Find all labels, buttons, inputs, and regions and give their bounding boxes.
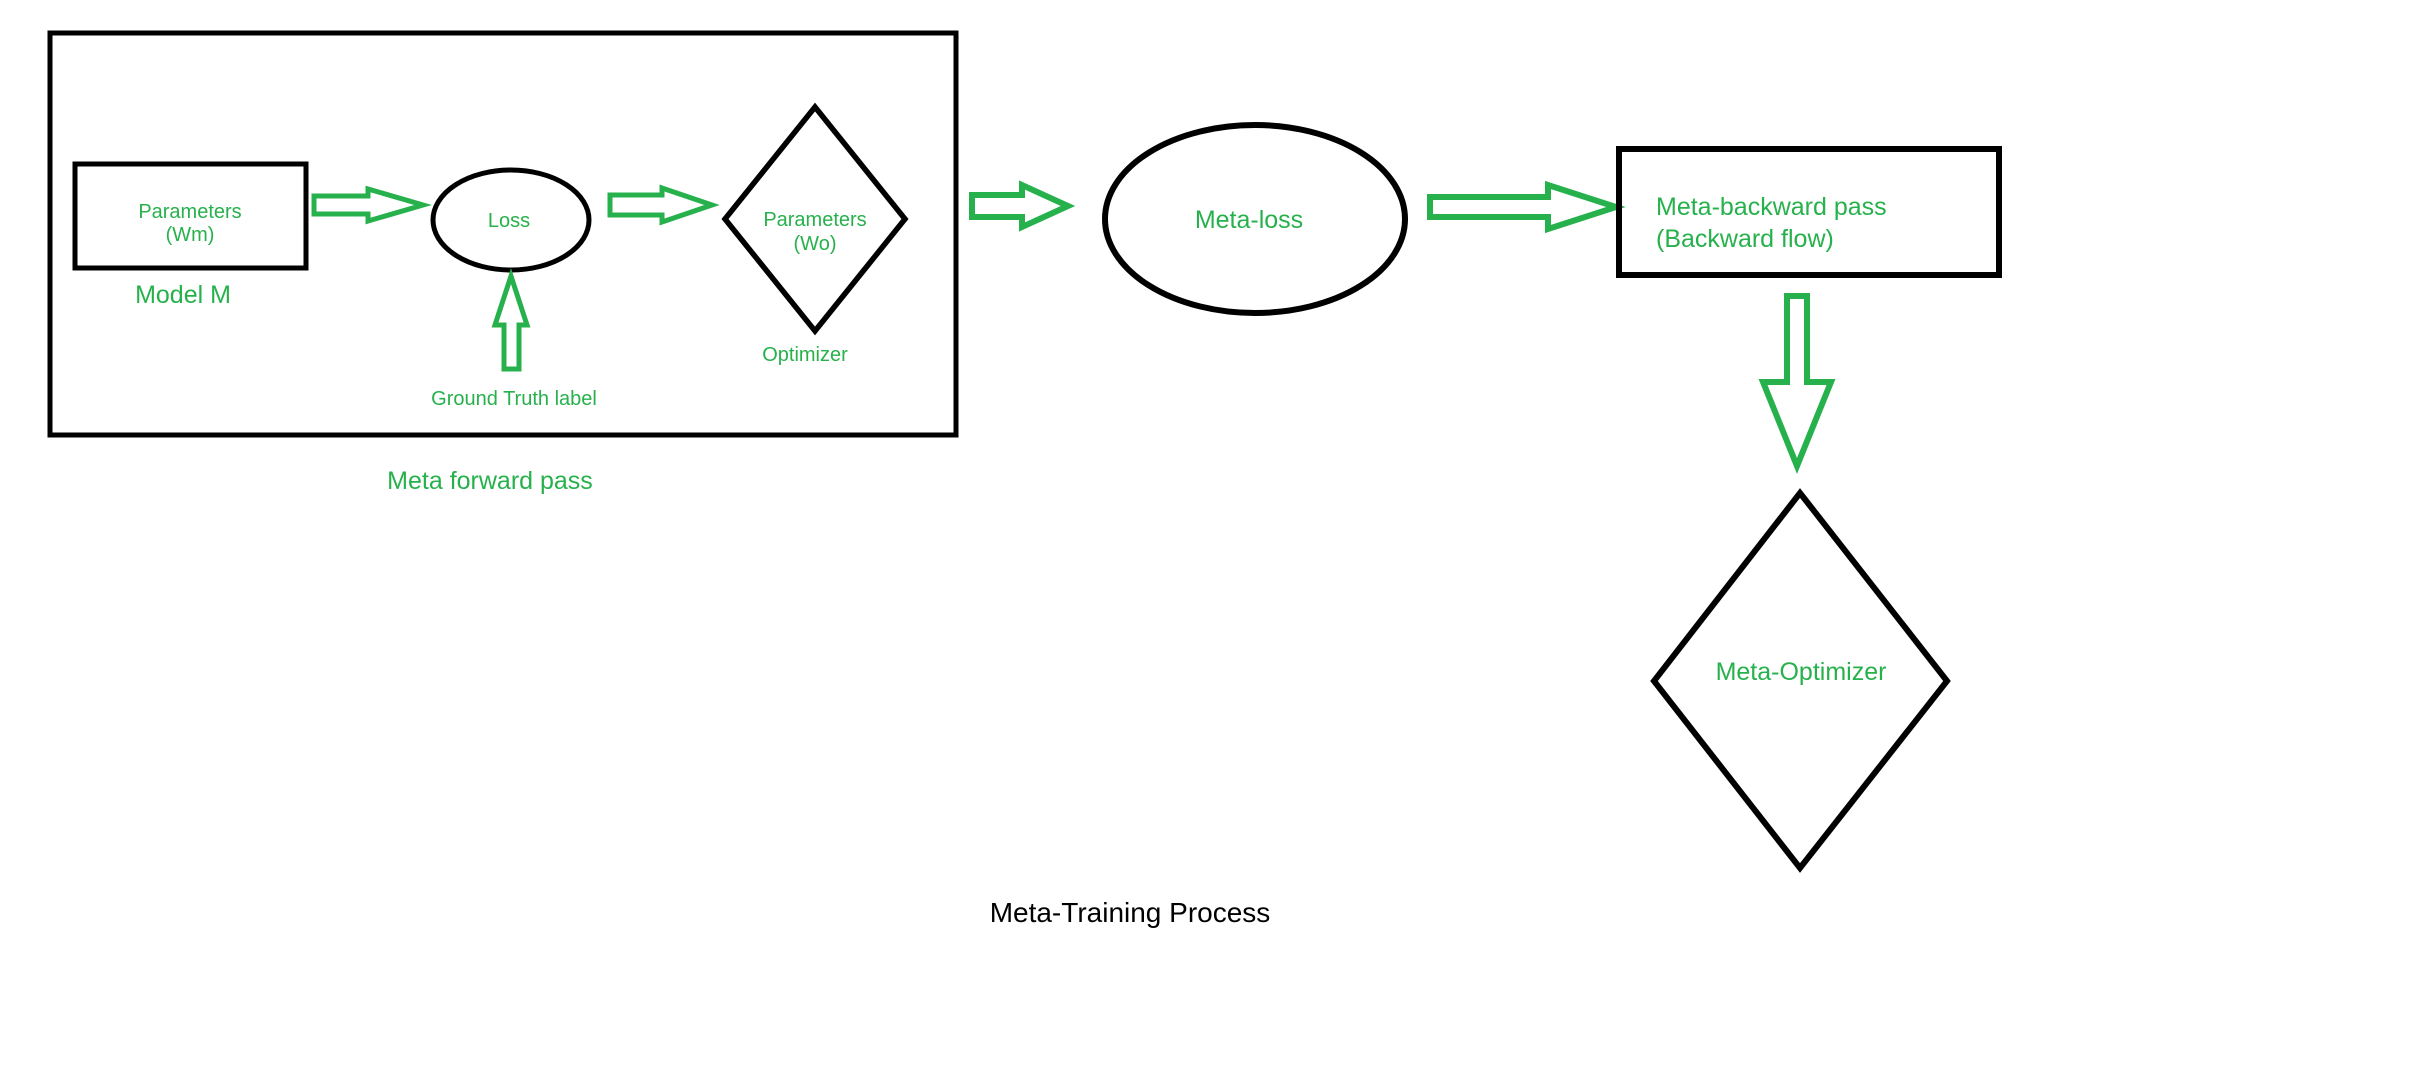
model-parameters-label-line2: (Wm)	[166, 224, 215, 246]
meta-backward-label-line1: Meta-backward pass	[1656, 193, 1887, 221]
arrow-loss-to-optimizer-icon	[607, 184, 720, 226]
ground-truth-label: Ground Truth label	[431, 388, 597, 410]
arrow-ground-truth-to-loss-icon	[491, 267, 531, 372]
model-parameters-box	[72, 161, 309, 271]
optimizer-diamond	[721, 102, 909, 336]
arrow-meta-backward-to-meta-optimizer-icon	[1758, 293, 1836, 474]
loss-label: Loss	[488, 210, 530, 232]
meta-forward-pass-caption: Meta forward pass	[387, 467, 593, 495]
optimizer-caption: Optimizer	[762, 344, 848, 366]
meta-forward-pass-group-box	[47, 30, 959, 438]
model-caption: Model M	[135, 281, 231, 309]
meta-backward-pass-box	[1616, 146, 2002, 278]
meta-backward-label-line2: (Backward flow)	[1656, 225, 1834, 253]
diagram-title: Meta-Training Process	[990, 897, 1271, 928]
arrow-model-to-loss-icon	[311, 185, 432, 225]
meta-optimizer-diamond	[1650, 488, 1951, 873]
optimizer-parameters-label-line1: Parameters	[763, 209, 866, 231]
meta-loss-ellipse	[1102, 122, 1408, 316]
arrow-meta-loss-to-meta-backward-icon	[1427, 180, 1626, 234]
meta-optimizer-label: Meta-Optimizer	[1716, 658, 1887, 686]
optimizer-parameters-label-line2: (Wo)	[794, 233, 837, 255]
arrow-forward-pass-to-meta-loss-icon	[969, 180, 1076, 232]
meta-loss-label: Meta-loss	[1195, 206, 1303, 234]
model-parameters-label-line1: Parameters	[138, 201, 241, 223]
